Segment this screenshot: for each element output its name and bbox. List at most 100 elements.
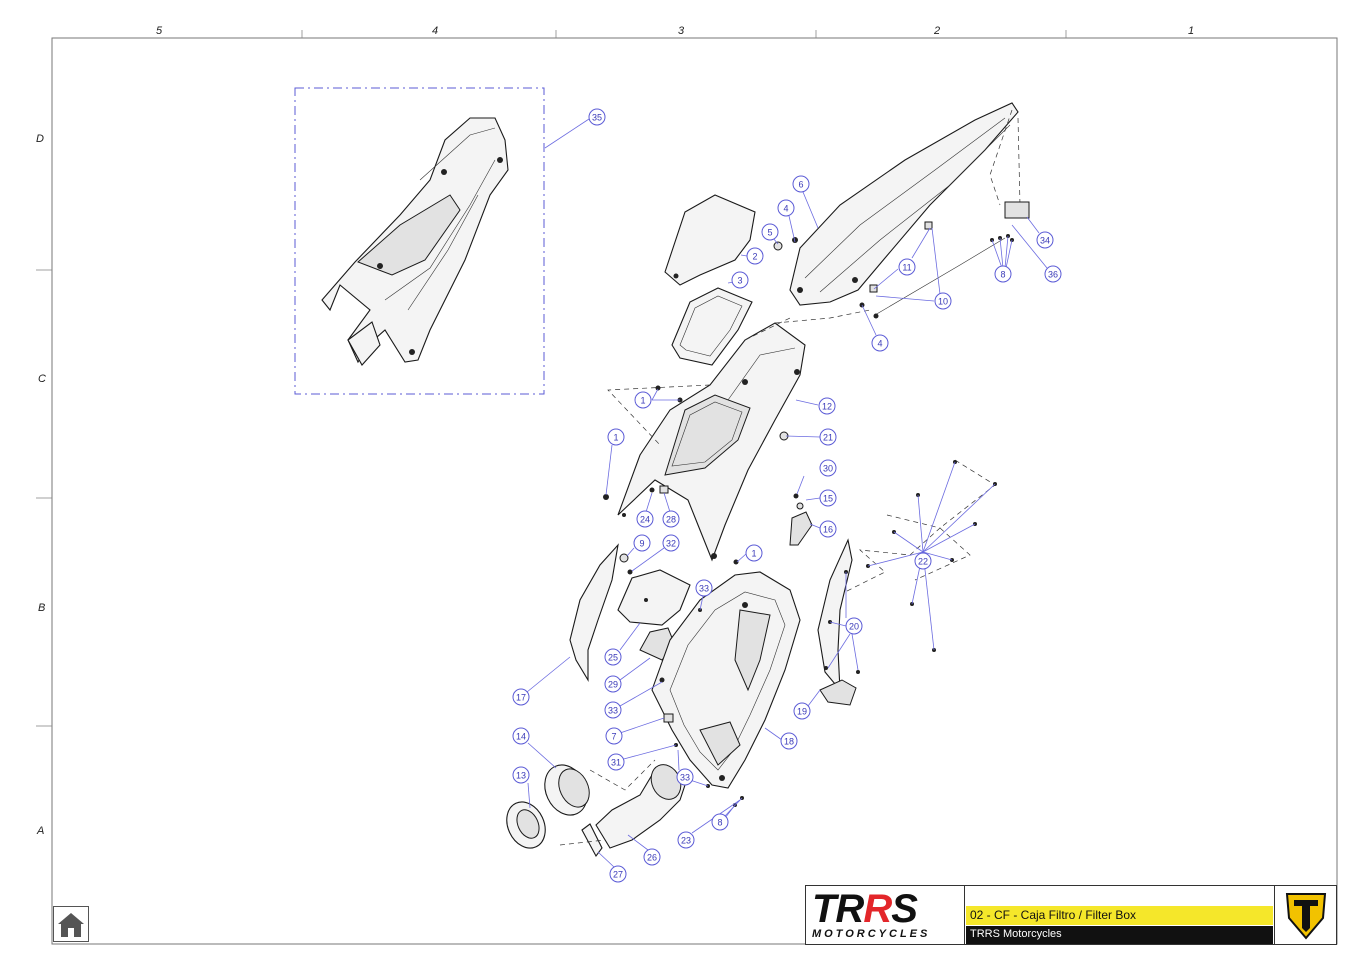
callout-8: 8	[994, 265, 1012, 283]
callout-label: 24	[640, 515, 650, 525]
callout-label: 4	[783, 204, 788, 214]
callout-20: 20	[845, 617, 863, 635]
callout-19: 19	[793, 702, 811, 720]
callout-6: 6	[792, 175, 810, 193]
home-icon	[58, 913, 84, 937]
callout-label: 26	[647, 853, 657, 863]
callout-3: 3	[731, 271, 749, 289]
trrs-shield-icon	[1285, 893, 1327, 940]
trrs-logo: TRRS MOTORCYCLES	[806, 886, 965, 944]
callout-label: 32	[666, 539, 676, 549]
plate-part-32	[617, 569, 691, 626]
airbox-cover-part-12	[617, 322, 806, 562]
callout-label: 14	[516, 732, 526, 742]
callout-label: 6	[798, 180, 803, 190]
callout-label: 17	[516, 693, 526, 703]
callout-24: 24	[636, 510, 654, 528]
callout-label: 1	[613, 433, 618, 443]
callout-4: 4	[777, 199, 795, 217]
callout-22: 22	[914, 552, 932, 570]
callout-34: 34	[1036, 231, 1054, 249]
callout-16: 16	[819, 520, 837, 538]
callout-label: 30	[823, 464, 833, 474]
callout-1: 1	[607, 428, 625, 446]
callout-29: 29	[604, 675, 622, 693]
callout-35: 35	[588, 108, 606, 126]
row-label-a: A	[36, 825, 44, 837]
side-panel-part-17	[569, 543, 619, 682]
callout-26: 26	[643, 848, 661, 866]
rear-fender-assembly-35	[321, 117, 509, 366]
gasket-part-3	[671, 287, 753, 366]
callout-label: 33	[699, 584, 709, 594]
column-label-1: 1	[1188, 25, 1194, 37]
callout-label: 29	[608, 680, 618, 690]
callout-31: 31	[607, 753, 625, 771]
callout-10: 10	[934, 292, 952, 310]
callout-1: 1	[634, 391, 652, 409]
home-button[interactable]	[53, 906, 89, 942]
callout-33: 33	[695, 579, 713, 597]
callout-label: 19	[797, 707, 807, 717]
row-label-d: D	[36, 133, 44, 145]
fender-part-6	[789, 102, 1019, 306]
callout-33: 33	[604, 701, 622, 719]
callout-label: 15	[823, 494, 833, 504]
column-label-4: 4	[432, 25, 438, 37]
callout-label: 7	[611, 732, 616, 742]
callout-2: 2	[746, 247, 764, 265]
callout-label: 31	[611, 758, 621, 768]
callout-8: 8	[711, 813, 729, 831]
logo-text-red: R	[863, 887, 892, 931]
callout-1: 1	[745, 544, 763, 562]
side-cover-part-2	[664, 194, 756, 286]
row-label-c: C	[38, 373, 46, 385]
title-block: TRRS MOTORCYCLES 02 - CF - Caja Filtro /…	[805, 885, 1337, 945]
drawing-frame	[51, 37, 1338, 945]
drawing-title-bar: 02 - CF - Caja Filtro / Filter Box	[966, 906, 1273, 925]
callout-label: 23	[681, 836, 691, 846]
company-name: TRRS Motorcycles	[970, 928, 1062, 940]
filter-ring-part-14	[544, 764, 590, 816]
column-label-5: 5	[156, 25, 163, 37]
hose-part-27	[581, 823, 603, 858]
callout-label: 4	[877, 339, 882, 349]
callout-label: 10	[938, 297, 948, 307]
callout-32: 32	[662, 534, 680, 552]
assembly-35-box	[294, 87, 545, 395]
callout-label: 27	[613, 870, 623, 880]
callout-17: 17	[512, 688, 530, 706]
callout-23: 23	[677, 831, 695, 849]
callout-label: 25	[608, 653, 618, 663]
filter-cap-part-13	[506, 801, 546, 849]
callout-15: 15	[819, 489, 837, 507]
callout-label: 1	[751, 549, 756, 559]
bracket-part-34	[1004, 201, 1030, 219]
side-panel-part-19	[817, 538, 853, 692]
callout-label: 8	[1000, 270, 1005, 280]
callout-27: 27	[609, 865, 627, 883]
callout-label: 21	[823, 433, 833, 443]
callout-36: 36	[1044, 265, 1062, 283]
callout-label: 5	[767, 228, 772, 238]
callout-label: 1	[640, 396, 645, 406]
callout-label: 36	[1048, 270, 1058, 280]
callout-label: 18	[784, 737, 794, 747]
logo-subtitle: MOTORCYCLES	[812, 928, 931, 940]
callout-9: 9	[633, 534, 651, 552]
logo-text-suffix: S	[891, 887, 918, 931]
callout-label: 3	[737, 276, 742, 286]
callout-label: 33	[680, 773, 690, 783]
callout-28: 28	[662, 510, 680, 528]
callout-label: 11	[902, 263, 911, 273]
callout-label: 8	[717, 818, 722, 828]
row-label-b: B	[38, 602, 45, 614]
callout-label: 22	[918, 557, 928, 567]
callout-5: 5	[761, 223, 779, 241]
callout-label: 9	[639, 539, 644, 549]
callout-14: 14	[512, 727, 530, 745]
callout-label: 2	[752, 252, 757, 262]
callout-13: 13	[512, 766, 530, 784]
